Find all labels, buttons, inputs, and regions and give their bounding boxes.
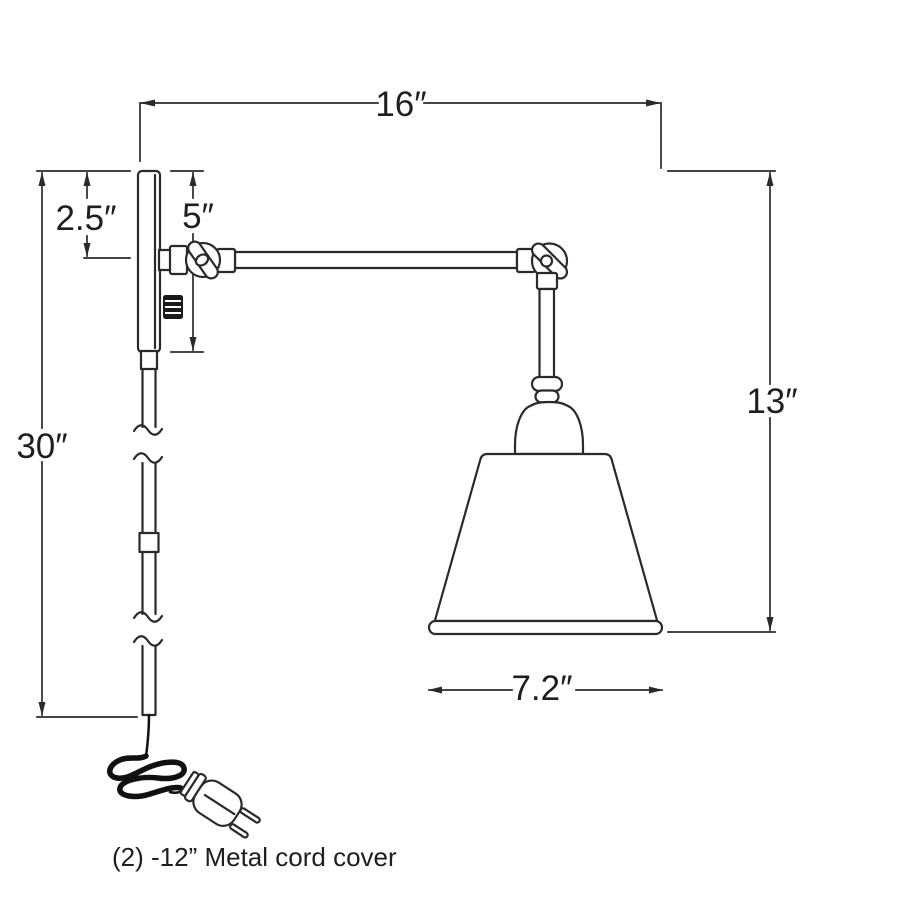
dimension-plate-height: 5″: [170, 170, 214, 353]
ring-lower: [534, 389, 560, 404]
dimension-overall-height: 30″: [16, 172, 138, 718]
cord-tube-1: [141, 367, 157, 429]
dimension-drop-height: 13″: [667, 170, 798, 633]
ring-upper: [530, 375, 564, 393]
arrow-up-icon: [83, 172, 91, 186]
joint-collar: [535, 271, 559, 291]
arm-rod: [233, 250, 519, 270]
arrow-up-icon: [38, 172, 46, 186]
down-rod: [538, 287, 556, 380]
wall-plate: [136, 169, 162, 354]
joint-hub: [539, 254, 554, 268]
arrow-right-icon: [646, 99, 661, 107]
cord-tube-4: [141, 644, 157, 717]
vertical-arm: [530, 271, 564, 404]
diagram-caption: (2) -12” Metal cord cover: [112, 842, 397, 872]
plug-prong-upper: [239, 807, 261, 824]
arrow-down-icon: [83, 243, 91, 257]
knuckle-joint-right: [530, 242, 569, 280]
dimension-arm-projection: 16″: [139, 85, 662, 169]
dimension-label: 5″: [182, 197, 214, 236]
dimension-plate-offset: 2.5″: [36, 170, 131, 259]
arm-mount-collar: [168, 244, 189, 276]
cord-tube-2: [141, 461, 157, 535]
swing-arm: [157, 244, 537, 276]
switch-knob-ridges: [165, 300, 181, 314]
arrow-up-icon: [189, 172, 197, 186]
knuckle-joint-left: [184, 240, 222, 280]
arrow-left-icon: [428, 686, 442, 694]
lamp-shade: [427, 452, 664, 636]
cord-tube-3: [141, 550, 157, 616]
dimension-shade-width: 7.2″: [428, 669, 663, 708]
wall-plate-body: [136, 169, 162, 354]
coil-tangle: [107, 753, 187, 800]
dimension-line: [170, 170, 204, 353]
arrow-up-icon: [766, 172, 774, 186]
pipe-break-icon: [132, 635, 164, 647]
plug-prong-lower: [229, 823, 249, 839]
pipe-break-icon: [132, 611, 164, 623]
dimension-line: [667, 170, 776, 633]
arrow-down-icon: [766, 617, 774, 631]
socket-bell: [513, 400, 585, 456]
cord-connector: [138, 531, 160, 554]
power-cord: [144, 713, 151, 759]
plug-seam: [203, 793, 236, 816]
shade-rim: [427, 619, 664, 636]
arrow-right-icon: [649, 686, 663, 694]
arrow-left-icon: [140, 99, 155, 107]
dimension-label: 30″: [16, 427, 67, 466]
dimension-line: [36, 172, 138, 718]
pipe-break-icon: [132, 424, 164, 436]
dimension-label: 16″: [375, 85, 426, 124]
dimension-label: 13″: [746, 382, 797, 421]
dimension-label: 2.5″: [55, 199, 116, 238]
power-plug: [179, 770, 261, 839]
dimension-label: 7.2″: [511, 669, 572, 708]
pipe-break-icon: [132, 452, 164, 464]
cord-adapter: [139, 349, 159, 371]
joint-hub: [194, 253, 210, 267]
dimension-line: [139, 102, 662, 169]
cord-cover: [132, 349, 164, 717]
switch-knob: [163, 295, 183, 319]
shade-cone: [434, 452, 658, 623]
arrow-down-icon: [38, 702, 46, 716]
dimension-line: [36, 170, 131, 259]
arrow-down-icon: [189, 337, 197, 351]
